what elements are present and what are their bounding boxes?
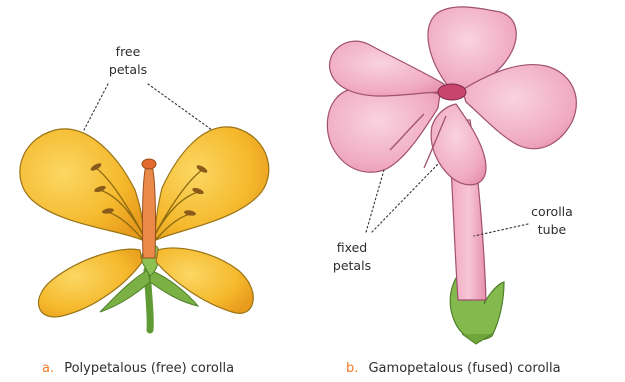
- left-petal-upper-left: [20, 129, 143, 240]
- gamopetalous-flower: fixed petals corolla tube: [327, 7, 576, 344]
- right-petal-left: [327, 87, 440, 172]
- left-stigma: [142, 159, 156, 169]
- right-petal-upper-left: [329, 41, 444, 96]
- label-free: free: [116, 44, 141, 59]
- svg-text:a. Polypetalous (free) c: a. Polypetalous (free) corolla: [42, 357, 234, 376]
- caption-a-text: Polypetalous (free) corolla: [64, 361, 234, 376]
- label-fixed: fixed: [337, 240, 368, 255]
- polypetalous-flower: free petals: [20, 44, 269, 330]
- leader-free-left: [84, 84, 108, 130]
- leader-free-right: [148, 84, 212, 130]
- right-petal-lower-right: [431, 104, 486, 185]
- label-corolla: corolla: [531, 204, 573, 219]
- caption-a-letter: a.: [42, 361, 54, 376]
- caption-b-letter: b.: [346, 361, 358, 376]
- left-pistil: [142, 164, 155, 258]
- svg-text:b. Gamopetalous (fused): b. Gamopetalous (fused) corolla: [346, 357, 561, 376]
- caption-a: a. Polypetalous (free) corolla: [42, 357, 234, 376]
- corolla-mouth: [438, 84, 466, 100]
- caption-b: b. Gamopetalous (fused) corolla: [346, 357, 561, 376]
- caption-b-text: Gamopetalous (fused) corolla: [368, 361, 560, 376]
- label-petals-left: petals: [109, 62, 147, 77]
- leader-fixed-2: [372, 164, 438, 232]
- left-petal-lower-left: [39, 249, 142, 317]
- label-tube: tube: [538, 222, 567, 237]
- label-petals-right: petals: [333, 258, 371, 273]
